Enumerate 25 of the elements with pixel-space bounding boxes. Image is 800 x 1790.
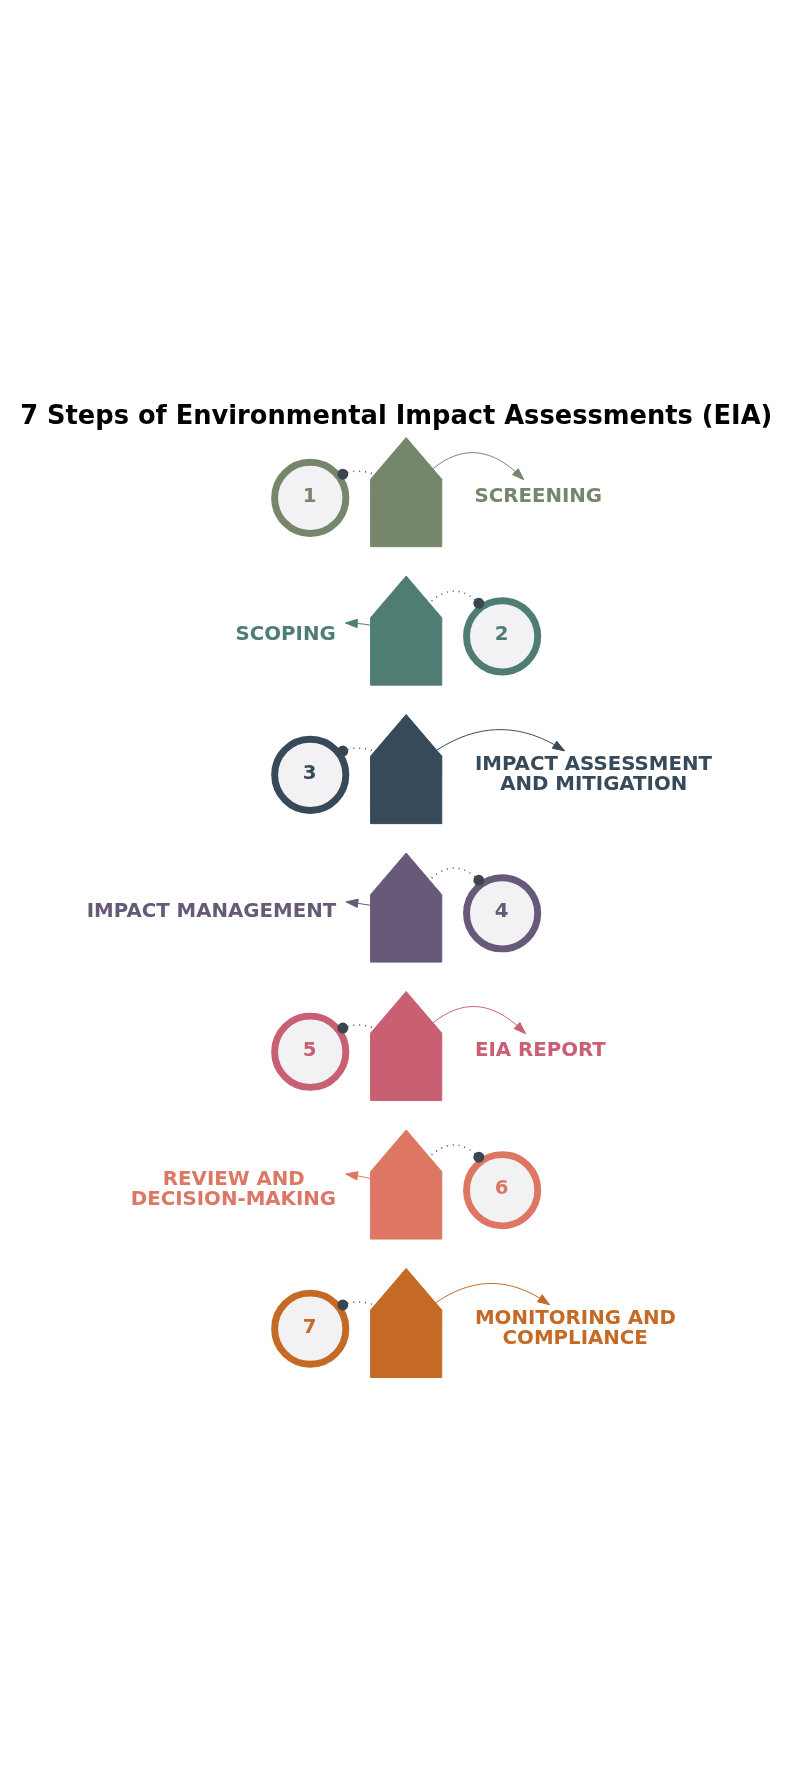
node-text: IMPACT ASSESSMENT AND MITIGATION [474, 751, 712, 795]
node-text: IMPACT MANAGEMENT [86, 899, 337, 923]
arrow [435, 1283, 551, 1306]
connector [428, 867, 485, 886]
node-chevron [370, 990, 443, 1102]
arrow [344, 618, 372, 629]
connector [428, 590, 485, 609]
arrow [432, 1006, 527, 1035]
connector [428, 1144, 485, 1163]
node-chevron [370, 1267, 443, 1378]
arrow [345, 898, 371, 908]
arrow [432, 452, 525, 481]
node-text: SCOPING [235, 622, 336, 646]
node-text: MONITORING AND COMPLIANCE [474, 1305, 677, 1349]
node-text: REVIEW AND DECISION-MAKING [130, 1167, 337, 1211]
arrow [345, 1171, 371, 1181]
node-chevron [370, 852, 443, 963]
node-text: SCREENING [474, 483, 603, 507]
diagram-title: 7 Steps of Environmental Impact Assessments (EIA) [20, 400, 773, 431]
node-chevron [370, 1129, 443, 1240]
node-text: EIA REPORT [474, 1037, 606, 1061]
node-chevron [370, 714, 443, 825]
node-chevron [370, 575, 443, 686]
arrow [436, 729, 566, 752]
node-chevron [370, 437, 443, 548]
